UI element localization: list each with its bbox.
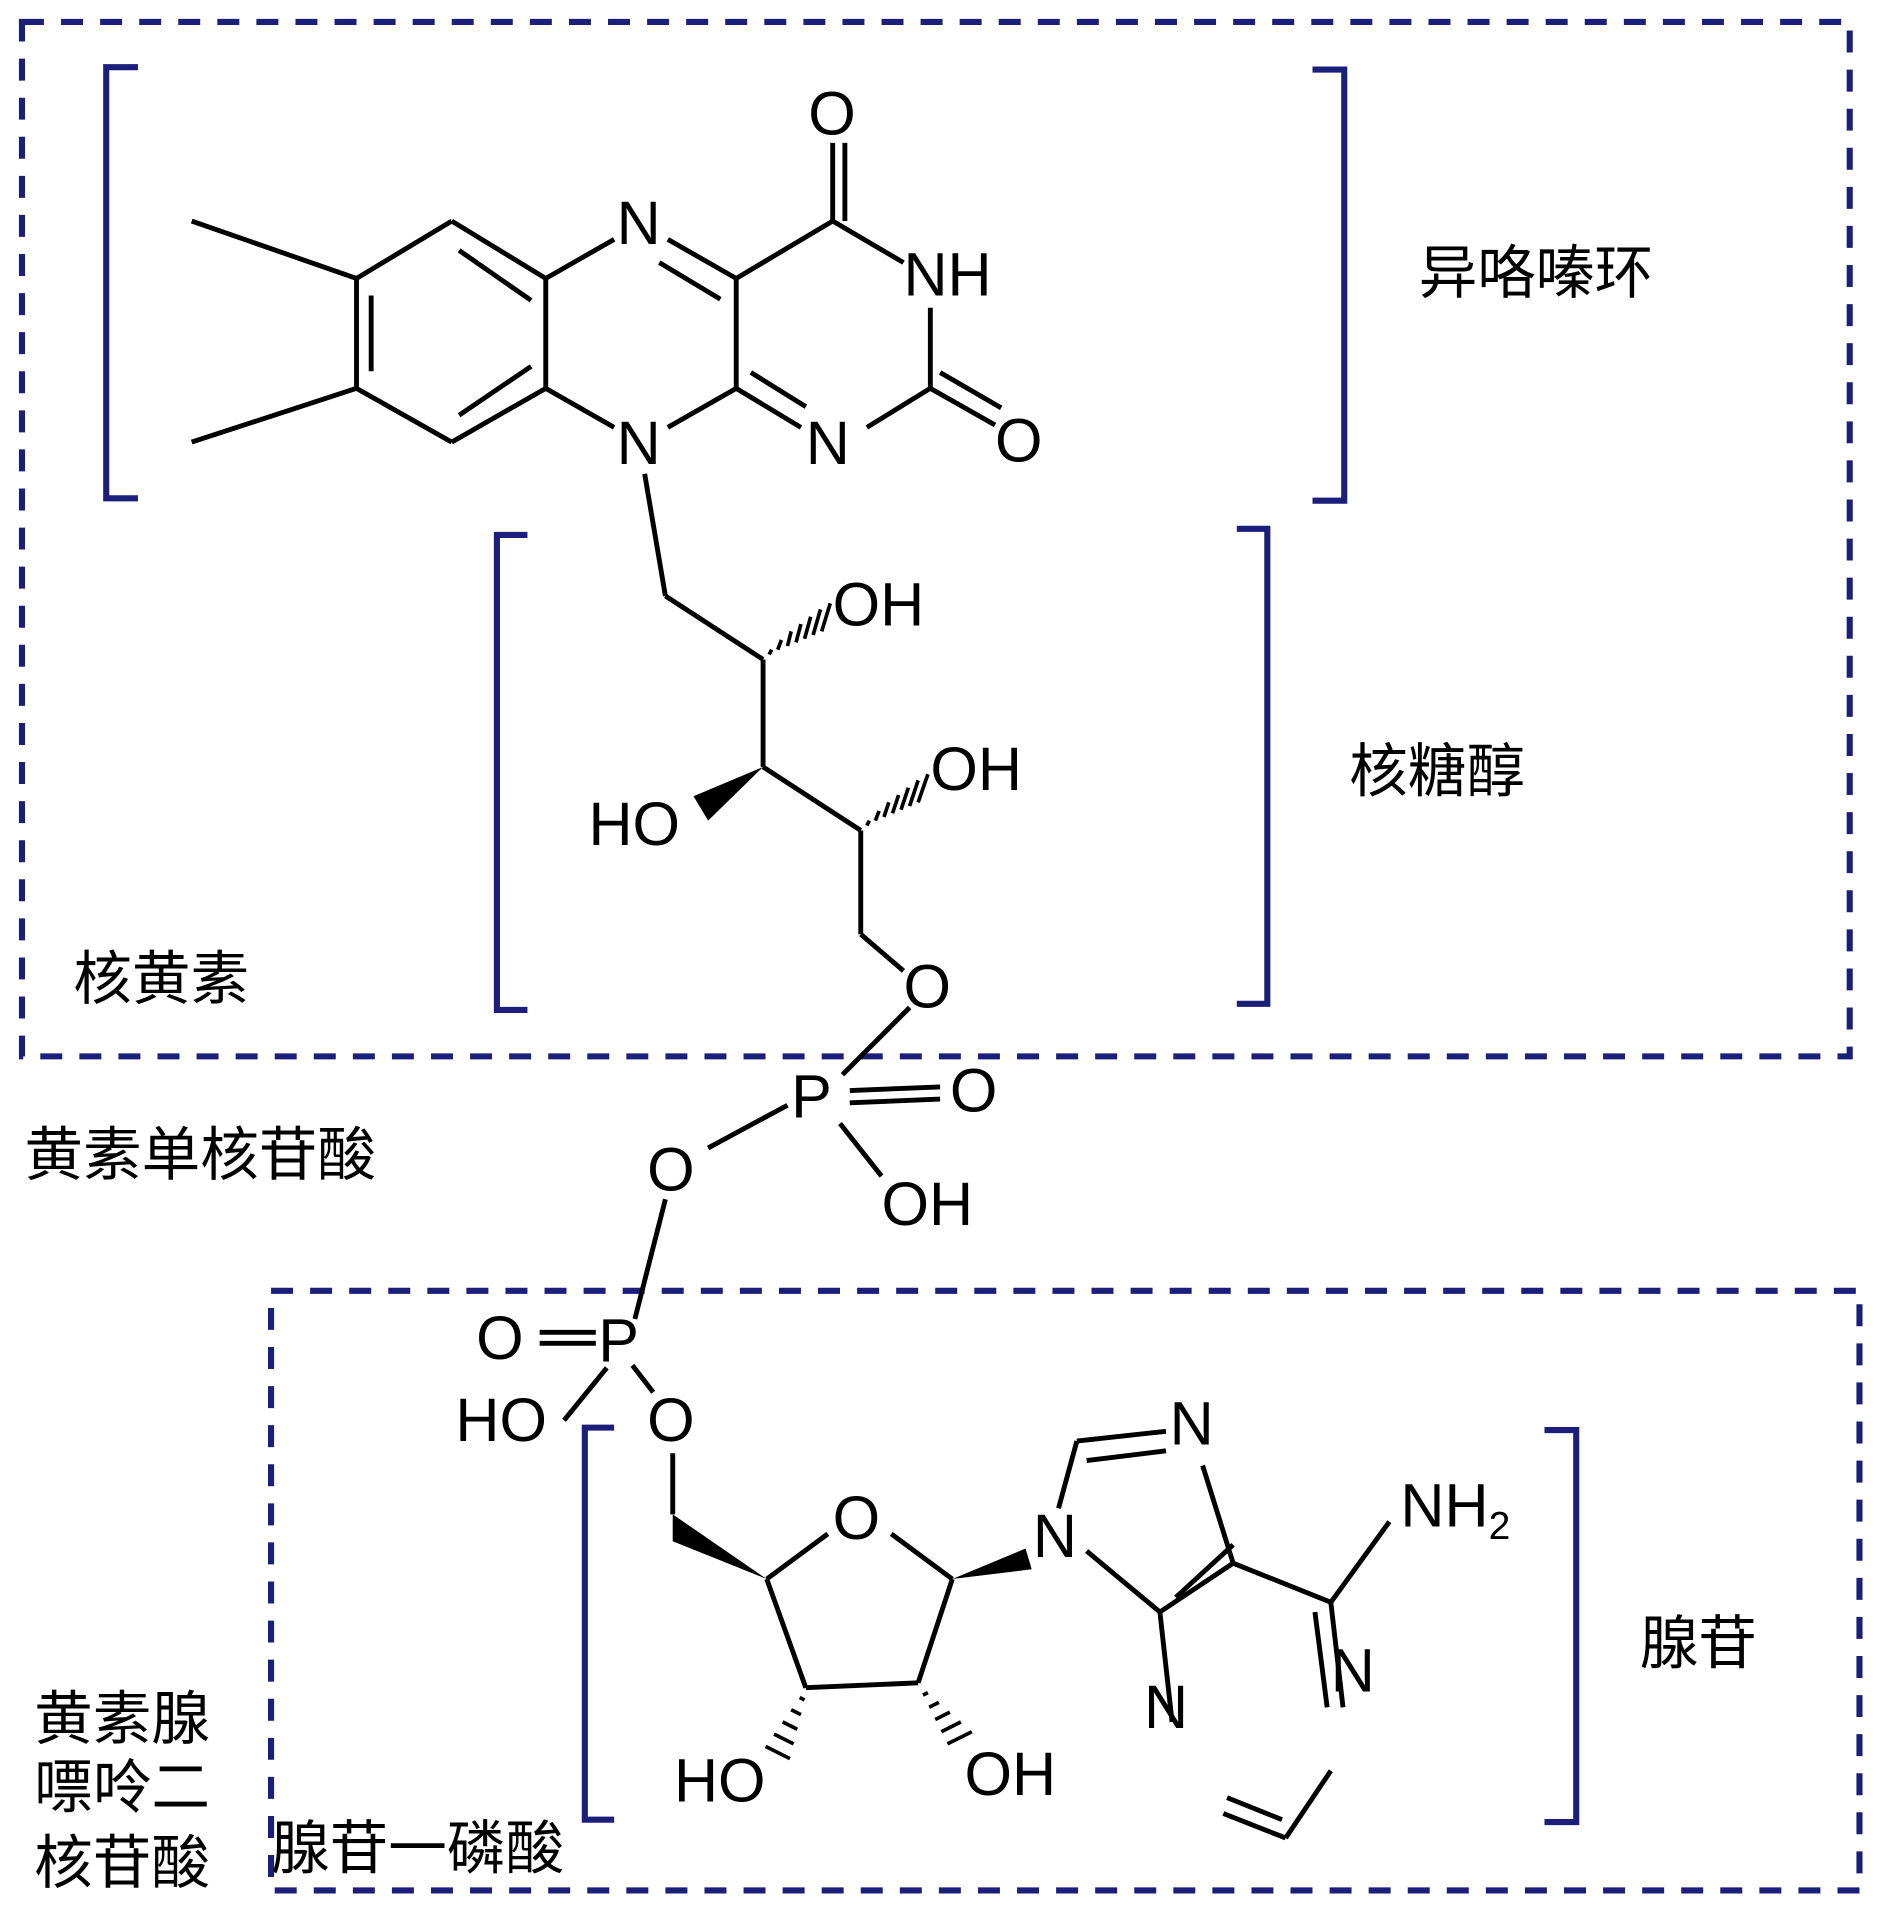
- solid-wedge: [693, 766, 764, 821]
- label-fad-line1: 黄素腺: [34, 1685, 210, 1753]
- adenosine-bracket-left: [581, 1424, 615, 1823]
- atom-n10: N: [617, 409, 661, 477]
- ribitol-bracket-right: [1236, 525, 1271, 1007]
- atom-p2-ho: HO: [455, 1386, 547, 1454]
- amp-box: [267, 1287, 1863, 1894]
- hashed-wedge: [767, 602, 832, 656]
- atom-n5: N: [617, 189, 661, 257]
- label-fad-line3: 核苷酸: [34, 1829, 210, 1897]
- atom-nh3: NH: [903, 241, 991, 309]
- atom-p1-oh: OH: [882, 1170, 974, 1238]
- atom-oh-3p: OH: [965, 1740, 1057, 1808]
- atom-o: O: [808, 79, 855, 147]
- atom-n7: N: [1170, 1390, 1214, 1458]
- atom-oh-ribitol-4: OH: [930, 735, 1022, 803]
- label-riboflavin: 核黄素: [73, 945, 249, 1013]
- solid-wedge: [672, 1514, 767, 1580]
- atom-o2: O: [995, 407, 1042, 475]
- atom-n3-adenine: N: [1144, 1673, 1188, 1741]
- atom-o-ring: O: [833, 1484, 880, 1552]
- atom-nh2-subscript: 2: [1489, 1505, 1511, 1548]
- atom-nh2: NH2: [1400, 1472, 1510, 1548]
- label-isoalloxazine: 异咯嗪环: [1419, 239, 1653, 307]
- label-amp: 腺苷一磷酸: [271, 1814, 564, 1882]
- hashed-wedge: [922, 1690, 973, 1746]
- riboflavin-box: [18, 18, 1853, 1060]
- adenosine-bracket-right: [1544, 1427, 1580, 1826]
- atom-nh2-main: NH: [1400, 1472, 1488, 1540]
- ribose-bonds: [672, 1514, 1032, 1761]
- atom-n1-adenine: N: [1331, 1636, 1375, 1704]
- hashed-wedge: [865, 773, 930, 827]
- atom-oh-ribitol-2: OH: [833, 570, 925, 638]
- isoalloxazine-bracket-right: [1312, 66, 1348, 504]
- pyrophosphate-bonds: [539, 1005, 941, 1515]
- ribitol-bonds: [642, 473, 930, 973]
- hashed-wedge: [764, 1695, 806, 1761]
- label-fmn: 黄素单核苷酸: [24, 1121, 376, 1189]
- atom-p1-o: O: [950, 1056, 997, 1124]
- atom-o5p: O: [647, 1386, 694, 1454]
- label-adenosine: 腺苷: [1640, 1609, 1757, 1677]
- atom-n9: N: [1033, 1502, 1077, 1570]
- label-ribitol: 核糖醇: [1349, 737, 1525, 805]
- atom-ho-ribitol-3: HO: [588, 790, 680, 858]
- isoalloxazine-bonds: [190, 142, 1003, 445]
- ribitol-bracket-left: [493, 531, 528, 1014]
- isoalloxazine-bracket-left: [103, 64, 138, 502]
- atom-p1: P: [791, 1062, 832, 1130]
- atom-p2: P: [598, 1307, 639, 1375]
- atom-o-bridge: O: [647, 1136, 694, 1204]
- solid-wedge: [952, 1548, 1032, 1580]
- atom-n1: N: [806, 409, 850, 477]
- atom-o-ribitol-5: O: [903, 953, 950, 1021]
- label-fad-line2: 嘌呤二: [34, 1753, 210, 1821]
- atom-ho-2p: HO: [674, 1746, 766, 1814]
- adenine-bonds: [1056, 1428, 1392, 1841]
- atom-p2-o: O: [476, 1304, 523, 1372]
